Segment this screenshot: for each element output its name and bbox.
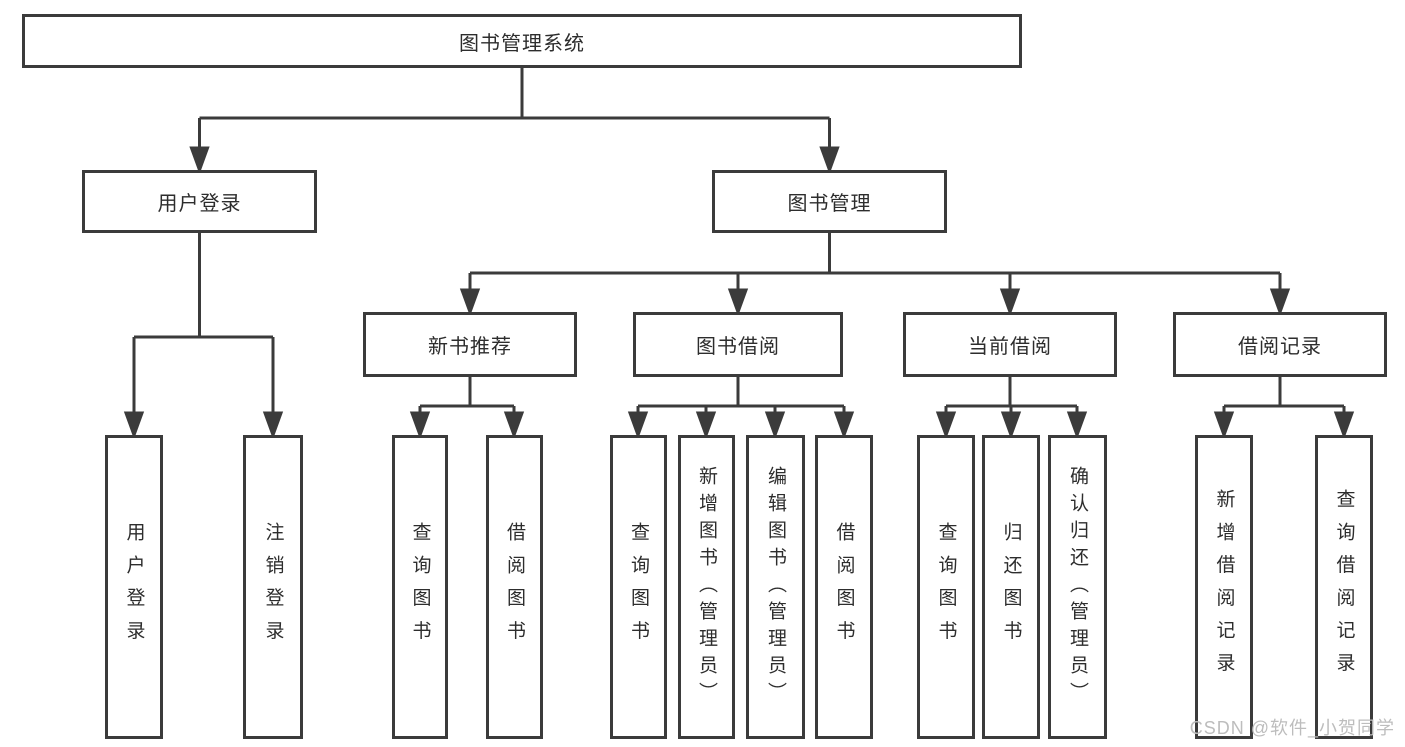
connector-borrow-records-to-leaves (1213, 377, 1355, 440)
connector-book-borrow-to-leaves (627, 377, 855, 440)
connector-new-book-to-leaves (409, 377, 525, 440)
leaf-add-books-admin: 新增图书（管理员） (678, 435, 735, 739)
watermark-text: CSDN @软件_小贺同学 (1189, 718, 1395, 738)
node-book-borrowing-label: 图书借阅 (696, 336, 780, 358)
leaf-borrowing-borrow-books-label: 借阅图书 (833, 521, 855, 653)
node-new-book-recommend-label: 新书推荐 (428, 336, 512, 358)
node-borrowing-records-label: 借阅记录 (1238, 336, 1322, 358)
leaf-newbook-query-books-label: 查询图书 (409, 521, 431, 653)
leaf-edit-books-admin-label: 编辑图书（管理员） (765, 465, 786, 709)
node-new-book-recommend: 新书推荐 (363, 312, 577, 377)
leaf-add-borrow-record-label: 新增借阅记录 (1213, 488, 1235, 686)
leaf-borrowing-query-books-label: 查询图书 (628, 521, 649, 653)
node-book-management-label: 图书管理 (787, 193, 872, 215)
connector-book-mgmt-to-modules (459, 233, 1291, 317)
leaf-current-query-books: 查询图书 (917, 435, 975, 739)
leaf-add-borrow-record: 新增借阅记录 (1195, 435, 1253, 739)
leaf-newbook-query-books: 查询图书 (392, 435, 448, 739)
leaf-current-query-books-label: 查询图书 (935, 521, 957, 653)
leaf-user-login: 用户登录 (105, 435, 163, 739)
leaf-return-books: 归还图书 (982, 435, 1040, 739)
leaf-logout-label: 注销登录 (262, 521, 284, 653)
node-book-borrowing: 图书借阅 (633, 312, 843, 377)
leaf-borrowing-query-books: 查询图书 (610, 435, 667, 739)
leaf-user-login-label: 用户登录 (123, 521, 145, 653)
connector-root-to-branches (189, 68, 840, 175)
connector-user-login-to-leaves (123, 233, 284, 440)
node-borrowing-records: 借阅记录 (1173, 312, 1387, 377)
node-current-borrowing: 当前借阅 (903, 312, 1117, 377)
leaf-add-books-admin-label: 新增图书（管理员） (696, 465, 717, 709)
node-user-login-label: 用户登录 (157, 193, 242, 215)
node-current-borrowing-label: 当前借阅 (968, 336, 1052, 358)
leaf-newbook-borrow-books: 借阅图书 (486, 435, 543, 739)
leaf-return-books-label: 归还图书 (1000, 521, 1022, 653)
node-root-system: 图书管理系统 (22, 14, 1022, 68)
leaf-confirm-return-admin-label: 确认归还（管理员） (1067, 465, 1088, 709)
node-book-management: 图书管理 (712, 170, 947, 233)
node-root-system-label: 图书管理系统 (459, 32, 585, 55)
connector-current-borrow-to-leaves (935, 377, 1088, 440)
leaf-query-borrow-record-label: 查询借阅记录 (1333, 488, 1355, 686)
leaf-confirm-return-admin: 确认归还（管理员） (1048, 435, 1107, 739)
node-user-login: 用户登录 (82, 170, 317, 233)
leaf-query-borrow-record: 查询借阅记录 (1315, 435, 1373, 739)
leaf-edit-books-admin: 编辑图书（管理员） (746, 435, 805, 739)
leaf-logout: 注销登录 (243, 435, 303, 739)
leaf-borrowing-borrow-books: 借阅图书 (815, 435, 873, 739)
leaf-newbook-borrow-books-label: 借阅图书 (504, 521, 525, 653)
